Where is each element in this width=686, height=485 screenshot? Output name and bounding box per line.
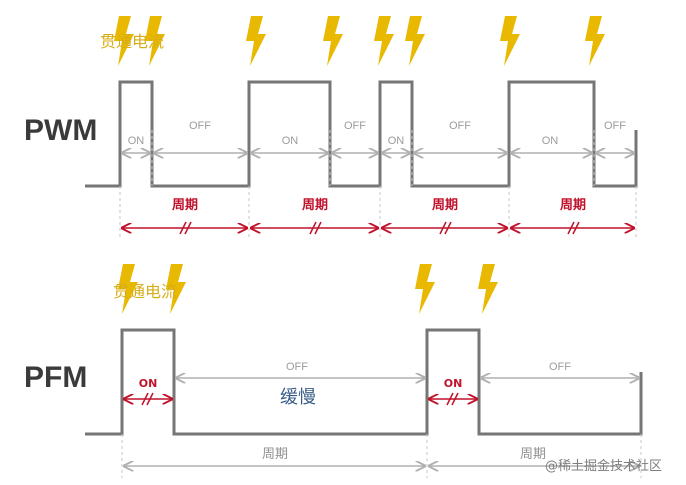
pfm-period-label: 周期: [262, 447, 288, 462]
pfm-period-labels: 周期 周期: [262, 447, 546, 462]
pwm-shoot-through-label: 贯通电流: [100, 32, 164, 51]
pwm-period-label: 周期: [560, 198, 586, 213]
pwm-on-label: ON: [542, 135, 559, 147]
pwm-title: PWM: [24, 114, 97, 147]
lightning-bolt-icon: [405, 16, 425, 66]
pfm-dashed-markers: [121, 434, 642, 478]
pwm-lightning-bolts: [114, 16, 605, 66]
pfm-waveform: [85, 328, 643, 436]
pwm-on-label: ON: [282, 135, 299, 147]
lightning-bolt-icon: [478, 264, 498, 314]
pwm-on-label: ON: [128, 135, 145, 147]
pfm-slow-label: 缓慢: [280, 387, 316, 408]
pwm-period-label: 周期: [172, 198, 198, 213]
lightning-bolt-icon: [500, 16, 520, 66]
lightning-bolt-icon: [323, 16, 343, 66]
pfm-section: PFM 贯通电流 ON: [24, 264, 643, 478]
pwm-period-label: 周期: [302, 198, 328, 213]
pfm-shoot-through-label: 贯通电流: [113, 282, 177, 301]
pfm-on-labels: ON ON: [139, 377, 463, 390]
pfm-off-label: OFF: [549, 361, 571, 373]
lightning-bolt-icon: [374, 16, 394, 66]
pfm-title: PFM: [24, 361, 87, 394]
pwm-off-label: OFF: [449, 120, 471, 132]
pwm-off-label: OFF: [189, 120, 211, 132]
pwm-period-arrows: [122, 221, 634, 235]
pwm-on-label: ON: [388, 135, 405, 147]
pfm-off-labels: OFF OFF: [286, 361, 571, 373]
watermark-text: @稀土掘金技术社区: [545, 458, 662, 474]
lightning-bolt-icon: [585, 16, 605, 66]
pwm-off-label: OFF: [344, 120, 366, 132]
watermark: @稀土掘金技术社区: [545, 458, 662, 474]
lightning-bolt-icon: [246, 16, 266, 66]
pfm-on-arrows: [124, 392, 477, 406]
lightning-bolt-icon: [415, 264, 435, 314]
pwm-period-label: 周期: [432, 198, 458, 213]
pwm-section: PWM: [24, 16, 638, 238]
pwm-on-off-labels: ON OFF ON OFF ON OFF ON OFF: [128, 120, 627, 147]
pfm-on-label: ON: [139, 377, 158, 390]
pwm-period-labels: 周期 周期 周期 周期: [172, 198, 586, 213]
pfm-period-label: 周期: [520, 447, 546, 462]
pwm-off-label: OFF: [604, 120, 626, 132]
pwm-dashed-markers: [119, 130, 637, 238]
pwm-waveform: [85, 80, 638, 188]
pfm-off-label: OFF: [286, 361, 308, 373]
pfm-on-label: ON: [444, 377, 463, 390]
